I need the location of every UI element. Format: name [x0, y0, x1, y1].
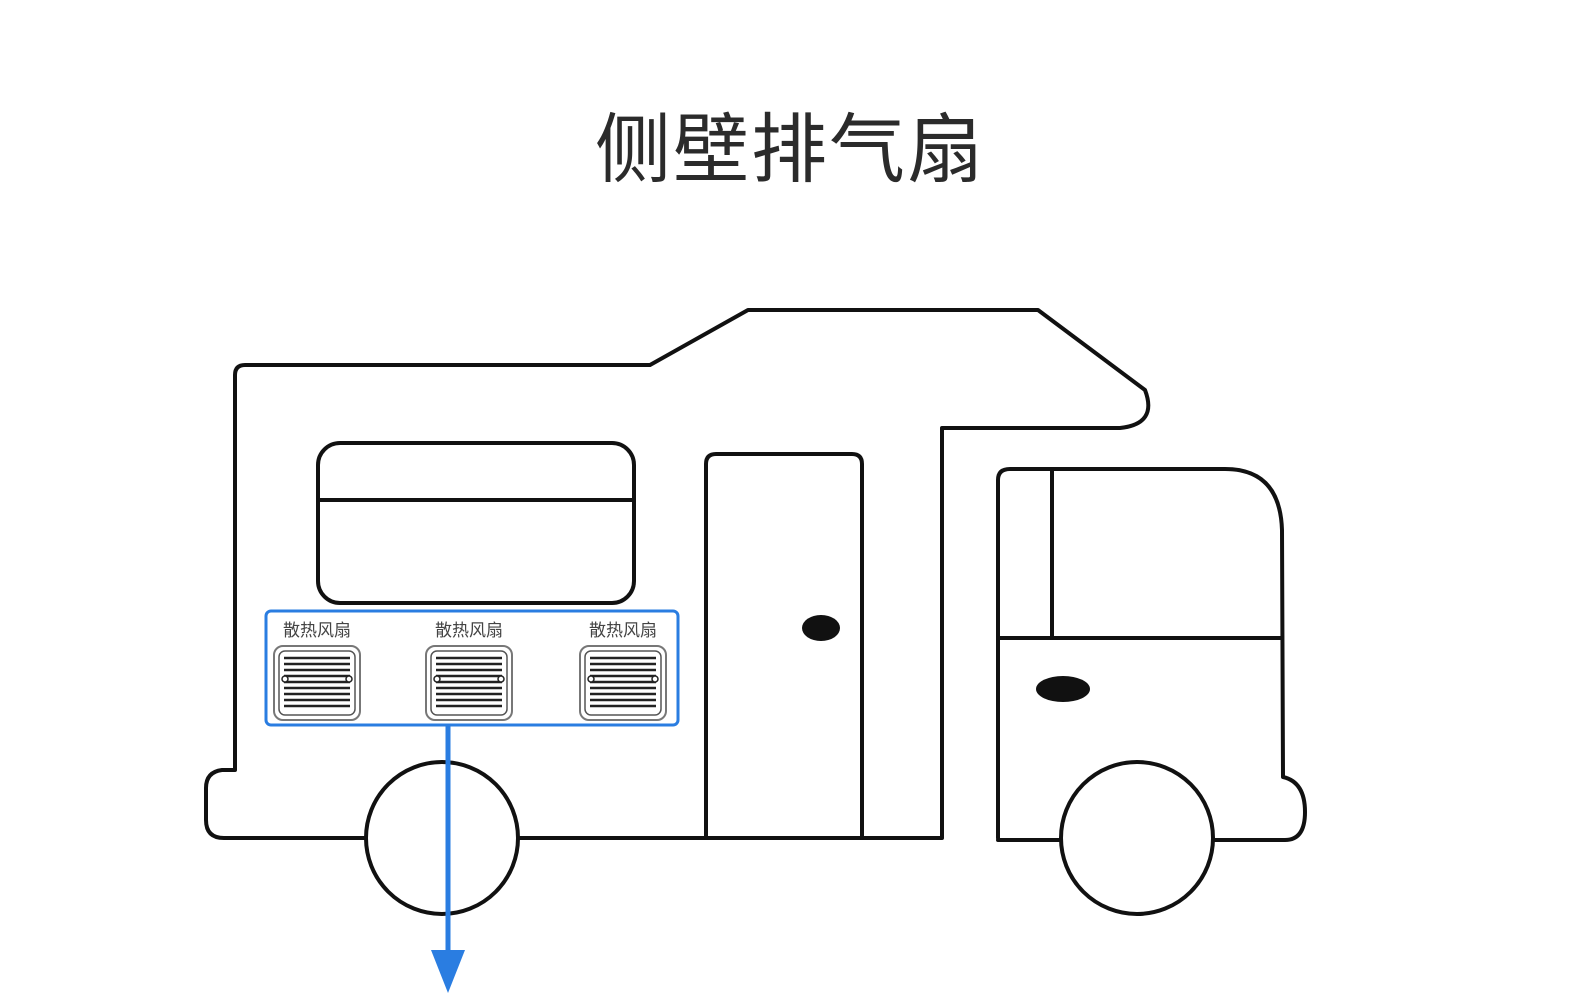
arrow-down-icon: [431, 726, 465, 993]
page-title: 侧壁排气扇: [595, 105, 985, 194]
fan-unit: [273, 645, 361, 721]
fan-label: 散热风扇: [283, 621, 351, 641]
rear-wheel: [364, 760, 520, 916]
front-wheel: [1059, 760, 1215, 916]
entry-door: [704, 452, 864, 840]
side-window: [316, 441, 636, 605]
fan-label: 散热风扇: [435, 621, 503, 641]
fan-unit: [425, 645, 513, 721]
cab-door-handle: [1036, 676, 1090, 702]
rv-body-outline: [204, 308, 1151, 840]
fan-unit: [579, 645, 667, 721]
door-handle: [802, 615, 840, 641]
fan-label: 散热风扇: [589, 621, 657, 641]
rv-cab-outline: [996, 467, 1307, 842]
